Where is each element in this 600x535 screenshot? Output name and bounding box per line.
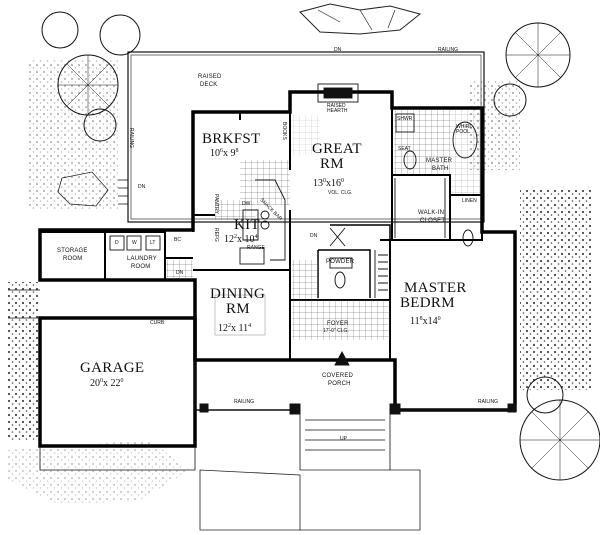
dn-deck-left: DN xyxy=(138,184,146,190)
tile-floors xyxy=(165,110,480,340)
master-bath-label: MASTER BATH xyxy=(426,158,452,172)
garage-name: GARAGE xyxy=(80,360,145,376)
laundry-tub-label: LT xyxy=(150,240,156,246)
storage-room-name-2: ROOM xyxy=(63,256,83,262)
dining-room-name-1: DINING xyxy=(210,286,266,302)
pantry-label: PANTRY xyxy=(213,194,219,214)
walk-in-closet-name-1: WALK-IN xyxy=(418,210,445,216)
kitchen-dimensions: 122x 104 xyxy=(224,234,258,245)
dining-room-dimensions: 122x 114 xyxy=(218,323,252,334)
breakfast-name: BRKFST xyxy=(202,131,261,147)
powder-name: POWDER xyxy=(326,259,355,265)
dn-great: DN xyxy=(310,233,318,239)
washer-label: W xyxy=(132,240,137,246)
railing-porch-right: RAILING xyxy=(478,399,499,405)
linen-label: LINEN xyxy=(462,198,477,204)
master-bedroom-dimensions: 118x140 xyxy=(410,316,441,327)
railing-porch-left: RAILING xyxy=(234,399,255,405)
walk-in-closet-name-2: CLOSET xyxy=(420,218,446,224)
whirlpool-label: WHIRL- POOL xyxy=(456,125,474,135)
dining-room-name-2: RM xyxy=(226,301,250,317)
great-room-name-1: GREAT xyxy=(312,141,362,157)
dw-label: DW xyxy=(242,201,251,207)
foyer-note: 17'-0" CLG. xyxy=(323,328,349,334)
laundry-room-label: LAUNDRY ROOM xyxy=(127,256,157,270)
dn-deck-top: DN xyxy=(334,47,342,53)
laundry-room-name-1: LAUNDRY xyxy=(127,256,157,262)
raised-hearth-line-1: RAISED xyxy=(327,103,346,109)
breakfast-dimensions: 106x 98 xyxy=(210,148,239,159)
shower-label: SHWR xyxy=(397,116,413,122)
great-room-label: GREAT RM xyxy=(312,142,362,172)
dryer-label: D xyxy=(115,240,119,246)
raised-deck-label: RAISED DECK xyxy=(198,74,222,88)
storage-room-name-1: STORAGE xyxy=(57,248,88,254)
storage-room-label: STORAGE ROOM xyxy=(57,248,88,262)
refg-label: REFG xyxy=(213,228,219,242)
fixtures xyxy=(109,83,478,366)
great-room-dimensions: 130x160 xyxy=(313,178,344,189)
covered-porch xyxy=(194,360,517,470)
master-bath-name-2: BATH xyxy=(432,166,449,172)
covered-porch-label: COVERED PORCH xyxy=(322,373,353,387)
great-room-note: VOL. CLG. xyxy=(328,190,353,196)
raised-hearth-line-2: HEARTH xyxy=(327,108,348,114)
railing-deck-left: RAILING xyxy=(128,128,134,149)
bc-label: BC xyxy=(174,237,181,243)
garage-dimensions: 200x 220 xyxy=(90,378,124,389)
whirlpool-line-1: WHIRL- xyxy=(456,124,474,130)
laundry-room-name-2: ROOM xyxy=(131,264,151,270)
great-room-name-2: RM xyxy=(320,156,344,172)
driveway xyxy=(8,289,196,471)
raised-deck-name-1: RAISED xyxy=(198,74,222,80)
trees xyxy=(41,11,600,481)
master-bedroom-name-1: MASTER xyxy=(404,280,467,296)
books-label: BOOKS xyxy=(281,122,287,140)
foyer-name: FOYER xyxy=(327,321,349,327)
dn-laundry: DN xyxy=(176,270,184,276)
dining-room-label: DINING RM xyxy=(210,287,265,317)
seat-label: SEAT xyxy=(398,146,411,152)
up-label: UP xyxy=(340,436,347,442)
walk-in-closet-label: WALK-IN CLOSET xyxy=(418,210,445,224)
master-bath-name-1: MASTER xyxy=(426,158,453,164)
master-bedroom-label: MASTER BEDRM xyxy=(400,281,467,311)
covered-porch-name-2: PORCH xyxy=(328,381,351,387)
railing-deck-top: RAILING xyxy=(438,47,459,53)
raised-deck-name-2: DECK xyxy=(200,82,218,88)
curb-label: CURB xyxy=(150,320,165,326)
kitchen-name: KIT xyxy=(234,217,260,233)
master-bedroom-name-2: BEDRM xyxy=(400,295,455,311)
whirlpool-line-2: POOL xyxy=(456,129,470,135)
range-label: RANGE xyxy=(247,245,265,251)
covered-porch-name-1: COVERED xyxy=(322,373,354,379)
raised-hearth-label: RAISED HEARTH xyxy=(327,104,347,114)
